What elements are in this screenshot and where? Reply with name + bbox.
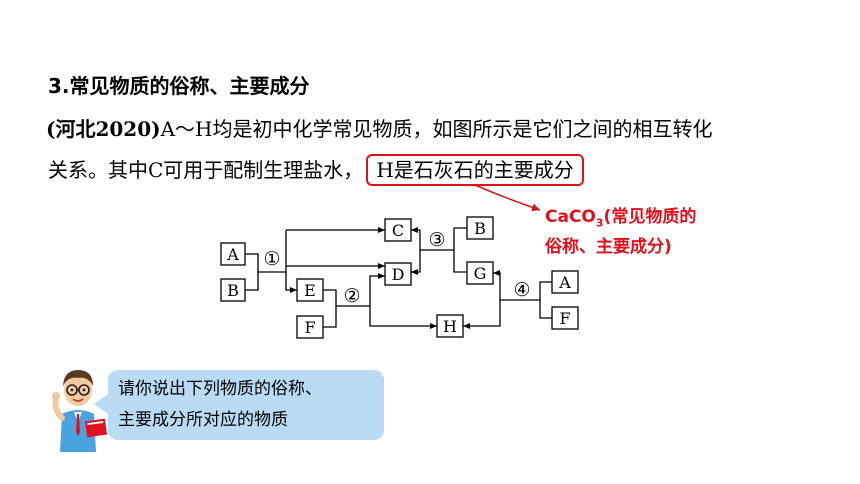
reaction-1-label: ① [263,248,280,270]
edge-a-b-merge [245,253,259,291]
teacher-avatar-icon [52,370,108,452]
speech-line-2: 主要成分所对应的物质 [118,410,288,430]
box-g [466,261,494,285]
annotation-text: CaCO3(常见物质的 俗称、主要成分) [545,205,696,259]
speech-bubble [94,370,384,440]
edge-e-f-merge [323,289,337,328]
reaction-4-label: ④ [513,279,530,301]
label-b-top: B [474,219,486,238]
speech-line-1: 请你说出下列物质的俗称、 [118,379,322,399]
annotation-formula: CaCO [545,207,596,227]
edge-to-e [285,230,297,293]
edge-b-g-merge [453,227,467,273]
box-f-left [296,315,324,339]
edge-r3-to-d [411,250,421,275]
label-f-right: F [559,309,570,328]
edge-r2-to-h [369,306,437,329]
annotation-formula-subscript: 3 [595,216,604,230]
box-h [436,314,464,338]
edge-a-f-merge [539,281,552,319]
annotation-arrow [474,184,541,212]
annotation-line-1: CaCO3(常见物质的 [545,205,696,235]
box-a-right [551,270,579,294]
reaction-3-label: ③ [428,229,445,251]
box-a-left [220,242,246,266]
problem-text-2: 关系。其中C可用于配制生理盐水， [48,158,364,182]
speech-text: 请你说出下列物质的俗称、 主要成分所对应的物质 [118,374,322,436]
annotation-line-2: 俗称、主要成分) [545,237,672,258]
label-a-left: A [226,245,239,264]
box-b-top [466,216,494,240]
edge-r4-to-h [463,300,501,329]
section-heading: 3.常见物质的俗称、主要成分 [48,74,310,98]
label-c: C [392,221,404,240]
label-g: G [474,264,487,283]
box-c [384,218,412,242]
label-e: E [304,281,316,300]
box-d [384,262,412,286]
problem-source: (河北2020) [46,117,161,141]
box-e [296,278,324,302]
label-b-left: B [227,281,239,300]
label-d: D [392,265,405,284]
reaction-2-label: ② [343,285,360,307]
problem-text-1: A～H均是初中化学常见物质，如图所示是它们之间的相互转化 [160,117,713,141]
box-b-left [220,278,246,302]
edge-r4-to-g [493,270,501,300]
problem-line-1: (河北2020)A～H均是初中化学常见物质，如图所示是它们之间的相互转化 [46,115,712,143]
annotation-line-1-rest: (常见物质的 [603,207,697,227]
edge-r2-to-d [369,273,385,306]
label-a-right: A [558,273,571,292]
label-h: H [443,317,457,336]
box-f-right [551,306,579,330]
label-f-left: F [304,318,315,337]
edge-r3-to-c [411,227,421,250]
